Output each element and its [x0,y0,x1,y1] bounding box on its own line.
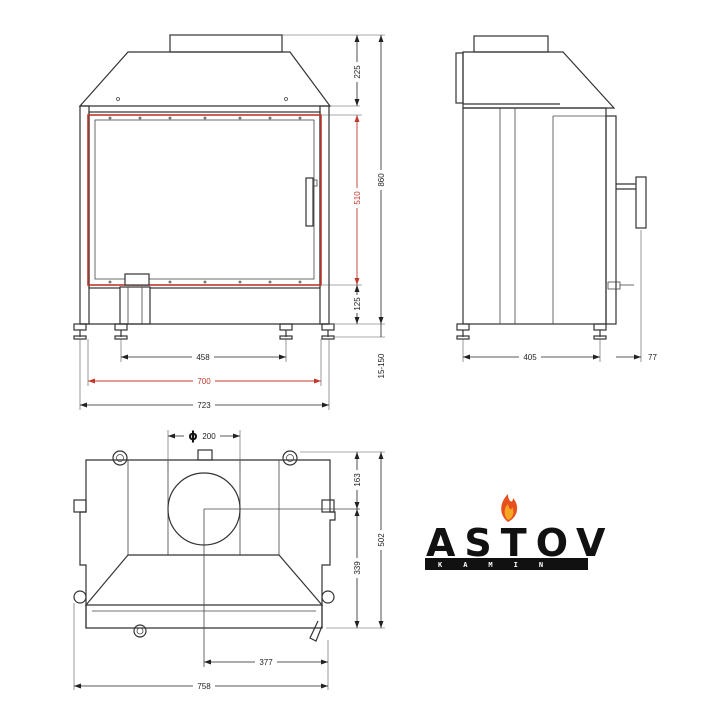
top-dimensions: ϕ 200 163 339 502 377 758 [73,429,387,691]
dim-feet-adjust: 15-150 [377,353,386,378]
dim-handle-offset: 77 [648,353,657,362]
logo-brand: ASTOV [426,521,614,565]
side-view [455,35,647,340]
front-view [73,34,335,340]
logo-subtitle: KAMIN [438,561,564,569]
dim-top-total-width: 758 [197,682,211,691]
side-handle [635,176,647,229]
dim-hood-height: 225 [353,65,362,79]
dim-flue-to-front: 339 [353,561,362,575]
diameter-symbol: ϕ [188,429,198,443]
dim-feet-spacing: 458 [196,353,210,362]
dim-flue-side-offset: 377 [259,658,273,667]
dim-flue-depth: 163 [353,473,362,487]
door-handle [305,177,314,227]
dim-total-width: 723 [197,401,211,410]
dim-base-height: 125 [353,297,362,311]
front-horizontal-dimensions: 458 700 723 [79,339,330,410]
top-view [73,449,360,667]
dim-side-depth: 405 [523,353,537,362]
dim-flue-diameter: 200 [202,432,216,441]
glass-outline [87,114,322,286]
astov-logo: ASTOV KAMIN [425,494,614,570]
dim-glass-width: 700 [197,377,211,386]
dim-total-height: 860 [377,173,386,187]
dim-glass-height: 510 [353,191,362,205]
dim-top-total-depth: 502 [377,533,386,547]
side-dimensions: 405 77 [462,230,657,362]
flame-icon [501,494,518,522]
front-vertical-dimensions: 225 510 125 860 15-150 [282,34,387,378]
